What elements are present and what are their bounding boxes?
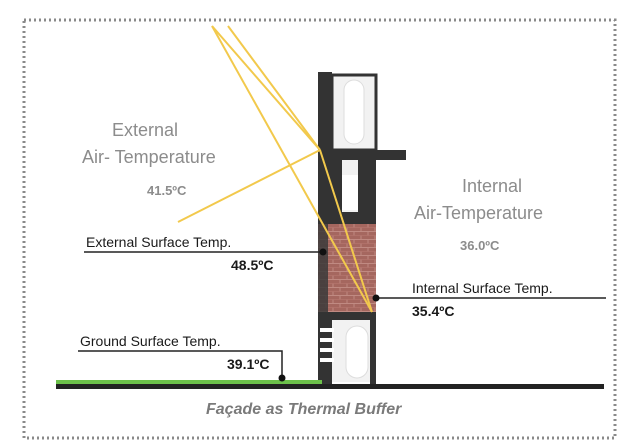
internal-air-label-line2: Air-Temperature bbox=[414, 203, 544, 223]
external-surface-label: External Surface Temp. bbox=[86, 234, 232, 250]
ground-surface-point bbox=[278, 374, 286, 382]
mid-mullion-right bbox=[358, 160, 376, 222]
ground-line bbox=[56, 384, 604, 389]
external-surface-point bbox=[319, 248, 327, 256]
internal-air-value: 36.0ºC bbox=[460, 238, 500, 253]
brick-wall-edge bbox=[318, 224, 328, 312]
sun-rays bbox=[177, 25, 373, 313]
dotted-frame bbox=[22, 18, 617, 440]
lower-slab bbox=[318, 212, 376, 224]
internal-surface-point bbox=[372, 294, 380, 302]
glass-reflection bbox=[343, 79, 365, 145]
stair-steps bbox=[320, 328, 334, 362]
inner-column bbox=[370, 315, 376, 385]
ground-surface-value: 39.1ºC bbox=[227, 356, 270, 372]
external-air-value: 41.5ºC bbox=[147, 183, 187, 198]
diagram-caption: Façade as Thermal Buffer bbox=[206, 401, 402, 418]
floor-slab bbox=[318, 150, 406, 160]
external-air-label-line2: Air- Temperature bbox=[82, 147, 216, 167]
external-surface-value: 48.5ºC bbox=[231, 257, 274, 273]
ground-surface-label: Ground Surface Temp. bbox=[80, 333, 221, 349]
internal-surface-label: Internal Surface Temp. bbox=[412, 280, 553, 296]
mid-glass-opening bbox=[342, 175, 358, 210]
internal-surface-value: 35.4ºC bbox=[412, 303, 455, 319]
external-air-label-line1: External bbox=[112, 120, 179, 140]
ground-surface-leader bbox=[78, 350, 283, 378]
lower-sill bbox=[318, 312, 376, 320]
lower-glass-reflection bbox=[345, 325, 369, 379]
mid-mullion-left bbox=[332, 160, 342, 222]
internal-air-label-line1: Internal bbox=[462, 176, 523, 196]
ground-grass bbox=[56, 380, 322, 384]
